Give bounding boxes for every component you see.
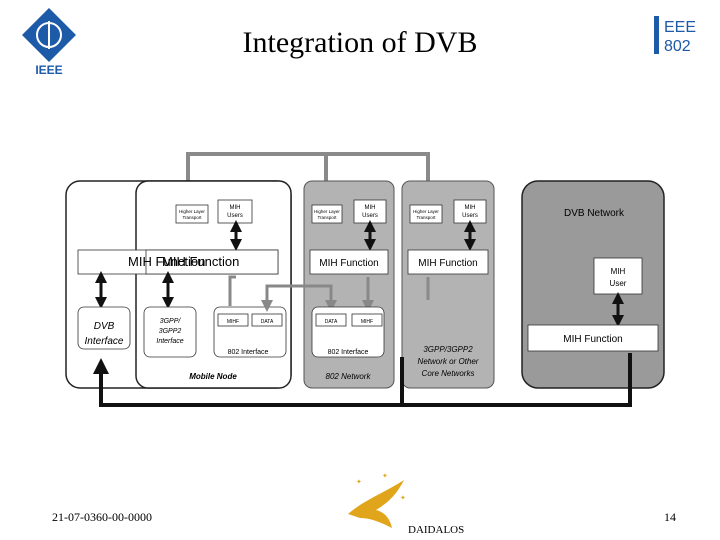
mn-mihf-box xyxy=(217,313,249,327)
data-link-arrow xyxy=(261,284,337,312)
network-802-label: 802 Network xyxy=(326,372,372,381)
svg-text:3GPP/3GPP2: 3GPP/3GPP2 xyxy=(423,345,473,354)
svg-text:Interface: Interface xyxy=(156,338,183,345)
svg-text:802 Interface: 802 Interface xyxy=(228,349,269,356)
dvb-interface-box xyxy=(77,306,131,350)
svg-text:✦: ✦ xyxy=(356,478,362,486)
svg-text:MIH Function: MIH Function xyxy=(563,334,622,345)
svg-text:Transport: Transport xyxy=(317,215,337,220)
ieee-802-logo: EEE 802 xyxy=(654,16,696,55)
svg-text:IEEE: IEEE xyxy=(35,63,62,76)
svg-text:3GPP2: 3GPP2 xyxy=(159,328,182,335)
net-mih-function-box xyxy=(309,249,389,275)
svg-text:MIH Function: MIH Function xyxy=(418,258,477,269)
mn-mih-function-inner xyxy=(145,249,279,275)
gpp-interface-box xyxy=(143,306,197,358)
svg-text:Transport: Transport xyxy=(182,215,202,220)
net-mihf-box xyxy=(351,313,383,327)
svg-text:Core Networks: Core Networks xyxy=(422,369,475,378)
document-id: 21-07-0360-00-0000 xyxy=(52,510,152,524)
svg-text:MIH: MIH xyxy=(465,205,476,211)
svg-text:DATA: DATA xyxy=(261,319,274,325)
core-mih-function-box xyxy=(407,249,489,275)
mn-mih-function-label: MIH Function xyxy=(128,254,205,269)
svg-text:✦: ✦ xyxy=(382,472,388,480)
daidalos-label: DAIDALOS xyxy=(408,524,465,536)
page-title: Integration of DVB xyxy=(242,26,478,59)
svg-text:DVB: DVB xyxy=(94,321,115,332)
svg-text:Transport: Transport xyxy=(416,215,436,220)
svg-text:MIHF: MIHF xyxy=(361,319,373,325)
mn-higher-layer-box xyxy=(175,204,209,224)
svg-text:EEE: EEE xyxy=(664,19,696,36)
svg-text:3GPP/: 3GPP/ xyxy=(160,318,182,325)
mn-mih-users-box xyxy=(217,199,253,224)
svg-text:Higher Layer: Higher Layer xyxy=(413,209,439,214)
svg-text:Users: Users xyxy=(362,213,378,219)
svg-text:User: User xyxy=(610,279,627,288)
net-mih-users-box xyxy=(353,199,387,224)
mn-data-box xyxy=(251,313,283,327)
svg-text:MIH: MIH xyxy=(230,205,241,211)
mn-mih-function-label-overlap: MIH Function xyxy=(162,254,239,269)
svg-text:Network or Other: Network or Other xyxy=(418,357,479,366)
svg-text:Users: Users xyxy=(462,213,478,219)
bottom-connection-line xyxy=(93,353,632,407)
net-data-box xyxy=(315,313,347,327)
daidalos-logo: ✦ ✦ ✦ xyxy=(348,472,406,528)
svg-text:MIH: MIH xyxy=(611,267,626,276)
svg-text:MIHF: MIHF xyxy=(227,319,239,325)
dvb-mih-function-box xyxy=(527,324,659,352)
dvb-mih-user-box xyxy=(593,257,643,295)
svg-text:Higher Layer: Higher Layer xyxy=(314,209,340,214)
ieee-logo: IEEE xyxy=(22,8,76,76)
svg-text:✦: ✦ xyxy=(400,494,406,502)
svg-text:802: 802 xyxy=(664,38,691,55)
net-higher-layer-box xyxy=(311,204,343,224)
svg-text:Higher Layer: Higher Layer xyxy=(179,209,205,214)
svg-text:Users: Users xyxy=(227,213,243,219)
core-mih-users-box xyxy=(453,199,487,224)
svg-text:Interface: Interface xyxy=(85,336,124,347)
svg-text:MIH: MIH xyxy=(365,205,376,211)
mn-mihf-link xyxy=(228,275,236,306)
page-number: 14 xyxy=(664,510,676,524)
dvb-network-label: DVB Network xyxy=(564,208,625,219)
svg-text:DATA: DATA xyxy=(325,319,338,325)
mobile-node-label: Mobile Node xyxy=(189,372,237,381)
svg-text:MIH Function: MIH Function xyxy=(319,258,378,269)
core-higher-layer-box xyxy=(409,204,443,224)
svg-text:802 Interface: 802 Interface xyxy=(328,349,369,356)
